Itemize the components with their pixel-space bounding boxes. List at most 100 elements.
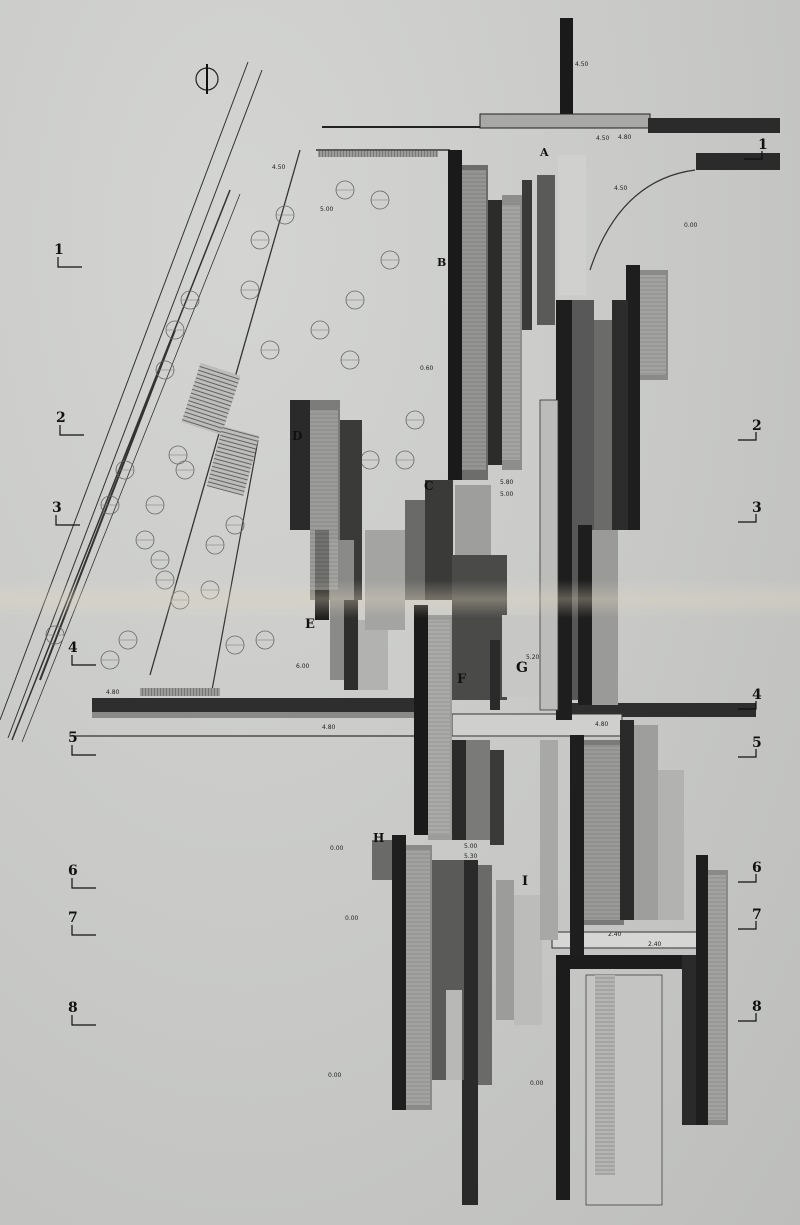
svg-text:0.00: 0.00: [684, 222, 698, 229]
building-block-25: [414, 605, 428, 835]
building-block-7: [626, 265, 640, 530]
section-marker-right-6: 6: [752, 860, 762, 876]
section-markers-left: 1 2 3 4 5 6 7 8: [52, 242, 96, 1026]
svg-text:6.00: 6.00: [296, 663, 310, 670]
svg-text:0.00: 0.00: [328, 1072, 342, 1079]
svg-text:4.50: 4.50: [596, 135, 610, 142]
label-H: H: [373, 831, 384, 845]
building-block-32: [446, 990, 462, 1080]
svg-text:0.00: 0.00: [530, 1080, 544, 1087]
section-marker-left-2: 2: [56, 410, 66, 426]
building-block-36: [490, 750, 504, 845]
block-texture-0: [462, 170, 486, 470]
section-marker-left-1: 1: [54, 242, 64, 258]
building-block-21: [405, 500, 425, 600]
elevation-labels: 4.50 4.80 4.50 4.50 5.00 0.00 0.60 4.80 …: [106, 61, 698, 1087]
north-arrow-icon: [195, 64, 219, 94]
building-block-27: [490, 640, 500, 710]
building-block-11: [578, 525, 592, 705]
building-block-39: [514, 895, 542, 1025]
block-texture-4: [406, 850, 430, 1105]
section-marker-right-4: 4: [752, 687, 762, 703]
svg-text:5.00: 5.00: [320, 206, 334, 213]
building-block-47: [540, 740, 558, 940]
building-blocks: [290, 150, 728, 1125]
building-block-40: [570, 735, 584, 955]
section-marker-left-3: 3: [52, 500, 62, 516]
section-marker-right-7: 7: [752, 907, 762, 923]
label-A: A: [539, 146, 549, 159]
svg-text:4.50: 4.50: [272, 164, 286, 171]
building-block-35: [466, 740, 490, 840]
building-block-2: [488, 200, 502, 465]
label-D: D: [292, 429, 302, 443]
building-block-37: [478, 865, 492, 1085]
label-E: E: [305, 617, 315, 632]
section-marker-right-5: 5: [752, 735, 762, 751]
block-texture-6: [708, 875, 726, 1120]
building-block-4: [522, 180, 532, 330]
svg-text:5.00: 5.00: [500, 491, 514, 498]
building-block-38: [496, 880, 514, 1020]
park-stairs-lower: [206, 426, 260, 496]
building-block-44: [658, 770, 684, 920]
building-block-23: [455, 485, 491, 555]
section-marker-left-8: 8: [68, 1000, 78, 1016]
building-block-29: [392, 835, 406, 1110]
label-F: F: [457, 672, 467, 687]
svg-text:5.80: 5.80: [500, 479, 514, 486]
svg-text:5.20: 5.20: [526, 654, 540, 661]
section-marker-left-4: 4: [68, 640, 78, 656]
building-block-20: [365, 530, 405, 630]
svg-text:0.00: 0.00: [330, 845, 344, 852]
building-block-13: [290, 400, 310, 530]
block-texture-7: [502, 205, 520, 460]
section-marker-left-7: 7: [68, 910, 78, 926]
building-block-5: [537, 175, 555, 325]
section-marker-right-3: 3: [752, 500, 762, 516]
diagonal-railway: [0, 61, 301, 743]
svg-text:4.50: 4.50: [575, 61, 589, 68]
building-block-43: [634, 725, 658, 920]
block-texture-1: [640, 275, 666, 375]
label-G: G: [516, 660, 528, 676]
section-marker-right-2: 2: [752, 418, 762, 434]
building-block-12: [592, 530, 618, 705]
cross-road: [70, 688, 756, 737]
block-texture-5: [584, 745, 620, 920]
svg-text:4.80: 4.80: [595, 721, 609, 728]
building-block-6: [558, 155, 586, 295]
svg-text:4.80: 4.80: [618, 134, 632, 141]
building-block-19: [358, 620, 388, 690]
section-marker-left-5: 5: [68, 730, 78, 746]
trees-group: [45, 180, 425, 670]
section-marker-right-8: 8: [752, 999, 762, 1015]
svg-text:0.00: 0.00: [345, 915, 359, 922]
building-block-0: [448, 150, 462, 480]
park-stairs-upper: [181, 363, 241, 435]
top-road: [322, 18, 780, 271]
building-block-18: [344, 600, 358, 690]
svg-text:5.00: 5.00: [464, 843, 478, 850]
central-spine: [462, 300, 703, 1206]
building-block-28: [502, 615, 538, 697]
building-block-22: [425, 480, 453, 600]
label-I: I: [522, 874, 528, 889]
label-B: B: [437, 256, 446, 269]
building-block-45: [696, 855, 708, 1125]
block-texture-2: [310, 410, 338, 590]
svg-text:2.40: 2.40: [648, 941, 662, 948]
section-marker-left-6: 6: [68, 863, 78, 879]
svg-text:0.60: 0.60: [420, 365, 434, 372]
building-block-42: [620, 720, 634, 920]
building-block-9: [612, 300, 628, 530]
svg-text:4.50: 4.50: [614, 185, 628, 192]
building-block-33: [372, 840, 392, 880]
block-texture-3: [428, 620, 450, 835]
svg-text:4.80: 4.80: [106, 689, 120, 696]
svg-text:5.30: 5.30: [464, 853, 478, 860]
svg-text:2.40: 2.40: [608, 931, 622, 938]
